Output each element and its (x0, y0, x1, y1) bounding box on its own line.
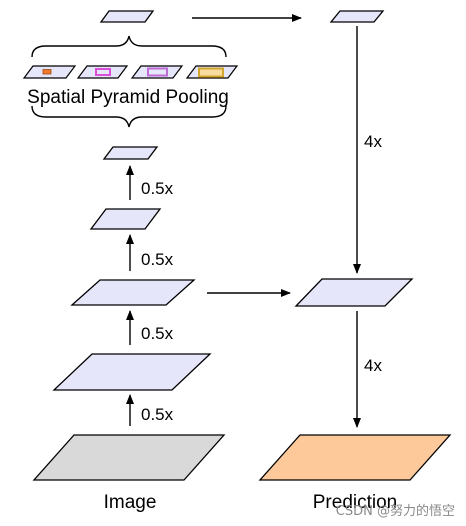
spp-bin-2-marker (95, 68, 111, 76)
spp-top-brace (31, 35, 227, 58)
spp-bottom-brace (31, 105, 227, 128)
decoder-top-plane (329, 10, 385, 23)
prediction-plane (258, 434, 452, 481)
decoder-mid-plane (294, 278, 414, 307)
scale-label-3: 0.5x (141, 250, 174, 269)
spp-bin-3-marker (147, 67, 168, 77)
input-image-plane (32, 434, 226, 481)
scale-label-2: 0.5x (141, 324, 174, 343)
spp-label: Spatial Pyramid Pooling (27, 87, 229, 108)
feature-map-4 (102, 146, 159, 160)
spp-bin-1-marker (42, 69, 52, 75)
input-label: Image (104, 492, 157, 513)
upsample-label-2: 4x (364, 356, 382, 375)
spp-bin-2 (76, 65, 129, 79)
spp-bin-3 (130, 65, 184, 79)
spp-output-plane (99, 10, 155, 23)
watermark-text: CSDN @努力的悟空 (336, 503, 455, 519)
output-label: Prediction (313, 492, 398, 513)
feature-map-2 (70, 279, 196, 306)
feature-map-3 (89, 208, 162, 230)
spp-bins (22, 65, 239, 79)
feature-map-1 (52, 353, 212, 391)
scale-label-1: 0.5x (141, 405, 174, 424)
spp-bin-4-marker (198, 67, 224, 78)
upsample-label-1: 4x (364, 132, 382, 151)
scale-label-4: 0.5x (141, 179, 174, 198)
